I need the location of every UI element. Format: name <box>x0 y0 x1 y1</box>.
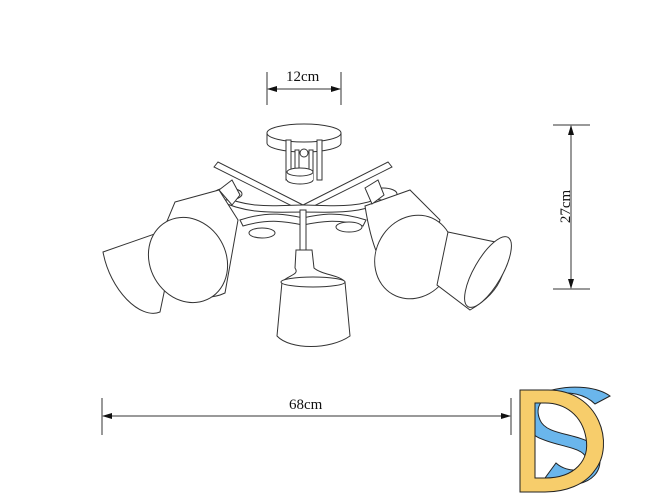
ds-logo <box>519 386 611 493</box>
dimension-overall-width <box>101 398 512 435</box>
height-label: 27cm <box>558 189 575 224</box>
overall-width-label: 68cm <box>289 397 323 413</box>
dimension-canopy-width <box>266 72 342 105</box>
canopy-width-label: 12cm <box>286 69 320 85</box>
chandelier <box>102 123 512 347</box>
dimension-height <box>553 124 590 290</box>
logo-letter-d <box>519 389 604 493</box>
